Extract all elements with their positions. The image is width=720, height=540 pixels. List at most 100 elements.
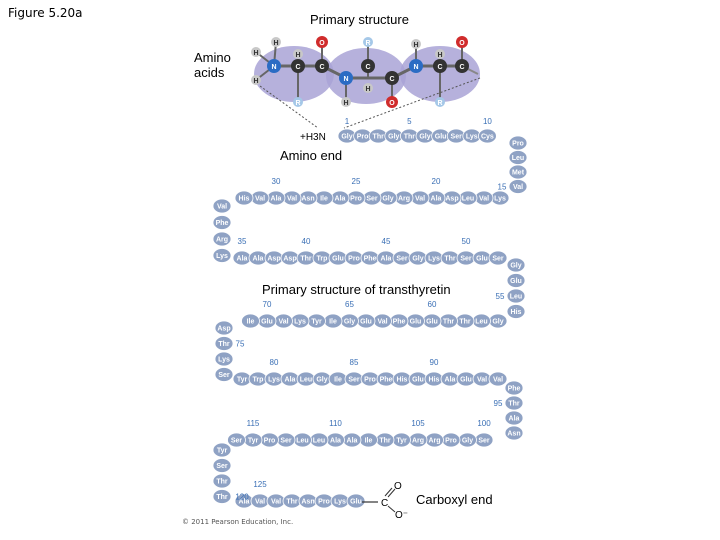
- residue-phe: Phe: [504, 380, 524, 396]
- residue-label: Met: [512, 170, 525, 177]
- residue-tyr: Tyr: [212, 442, 232, 458]
- residue-label: Thr: [379, 438, 391, 445]
- residue-label: Phe: [216, 220, 229, 227]
- oxygen-atom: [316, 36, 328, 48]
- residue-label: His: [511, 309, 522, 316]
- position-number: 45: [382, 237, 391, 246]
- residue-thr: Thr: [455, 313, 475, 329]
- residue-lys: Lys: [424, 250, 444, 266]
- residue-label: Tyr: [248, 438, 259, 445]
- nitrogen-atom: [409, 59, 423, 73]
- residue-label: Lys: [218, 357, 230, 364]
- position-number: 60: [428, 300, 437, 309]
- residue-asn: Asn: [298, 493, 318, 509]
- residue-ile: Ile: [323, 313, 343, 329]
- residue-ala: Ala: [234, 493, 254, 509]
- residue-label: Pro: [357, 134, 369, 141]
- position-number: 25: [352, 177, 361, 186]
- residue-label: Glu: [261, 319, 273, 326]
- residue-ser: Ser: [344, 371, 364, 387]
- residue-trp: Trp: [248, 371, 268, 387]
- amino-acids-label: Amino acids: [194, 50, 231, 80]
- position-number: 120: [235, 493, 249, 502]
- residue-thr: Thr: [504, 395, 524, 411]
- residue-his: His: [234, 190, 254, 206]
- position-number: 1: [345, 117, 350, 126]
- position-number: 125: [253, 480, 267, 489]
- residue-label: Glu: [460, 377, 472, 384]
- position-number: 55: [496, 292, 505, 301]
- residue-label: Pro: [350, 196, 362, 203]
- residue-label: Glu: [476, 256, 488, 263]
- hydrogen-atom: [293, 49, 303, 59]
- residue-asp: Asp: [280, 250, 300, 266]
- residue-ala: Ala: [330, 190, 350, 206]
- residue-tyr: Tyr: [232, 371, 252, 387]
- svg-text:H: H: [413, 42, 418, 49]
- svg-text:H: H: [253, 78, 258, 85]
- residue-label: Thr: [459, 319, 471, 326]
- residue-label: Arg: [398, 196, 410, 203]
- position-number: 90: [430, 358, 439, 367]
- residue-label: Ala: [445, 377, 456, 384]
- residue-arg: Arg: [408, 432, 428, 448]
- residue-label: His: [397, 377, 408, 384]
- residue-label: Gly: [382, 196, 393, 203]
- hydrogen-atom: [251, 47, 261, 57]
- residue-label: Pro: [364, 377, 376, 384]
- residue-label: Asn: [507, 431, 520, 438]
- residue-label: Ala: [239, 499, 250, 506]
- residue-ala: Ala: [248, 250, 268, 266]
- residue-leu: Leu: [508, 150, 528, 165]
- residue-glu: Glu: [328, 250, 348, 266]
- residue-ala: Ala: [426, 190, 446, 206]
- svg-text:H: H: [365, 86, 370, 93]
- residue-thr: Thr: [212, 489, 232, 504]
- residue-label: Pro: [348, 256, 360, 263]
- residue-gly: Gly: [506, 257, 526, 273]
- position-number: 50: [462, 237, 471, 246]
- residue-thr: Thr: [296, 250, 316, 266]
- residue-glu: Glu: [406, 313, 425, 329]
- residue-ser: Ser: [227, 432, 246, 448]
- residue-pro: Pro: [346, 190, 366, 206]
- residue-label: Val: [415, 196, 425, 203]
- residue-asn: Asn: [298, 190, 318, 206]
- figure-label: Figure 5.20a: [8, 6, 83, 20]
- residue-label: Tyr: [217, 448, 228, 455]
- residue-label: Thr: [216, 494, 228, 501]
- svg-text:H: H: [253, 50, 258, 57]
- residue-label: Tyr: [396, 438, 407, 445]
- residue-label: Val: [255, 499, 265, 506]
- residue-label: Ile: [247, 319, 255, 326]
- residue-label: Lys: [294, 319, 306, 326]
- residue-label: Ala: [285, 377, 296, 384]
- residue-label: Leu: [300, 377, 312, 384]
- residue-label: Gly: [462, 438, 473, 445]
- residue-pro: Pro: [508, 135, 528, 151]
- residue-val: Val: [410, 190, 430, 206]
- residue-ala: Ala: [440, 371, 460, 387]
- residue-label: Ile: [320, 196, 328, 203]
- residue-asp: Asp: [214, 320, 234, 336]
- residue-asp: Asp: [442, 190, 462, 206]
- residue-ile: Ile: [241, 313, 260, 329]
- residue-thr: Thr: [212, 473, 232, 489]
- residue-label: Glu: [412, 377, 424, 384]
- amine-label: +H3N: [300, 132, 326, 143]
- residue-label: Asp: [445, 196, 458, 203]
- residue-label: Leu: [510, 294, 522, 301]
- residue-label: Glu: [360, 319, 372, 326]
- residue-leu: Leu: [506, 288, 526, 304]
- carbon-atom: [315, 59, 329, 73]
- svg-text:O: O: [459, 40, 465, 47]
- residue-label: Pro: [445, 438, 457, 445]
- residue-label: Lys: [216, 253, 228, 260]
- svg-text:O: O: [319, 40, 325, 47]
- hydrogen-atom: [435, 49, 445, 59]
- residue-leu: Leu: [458, 190, 478, 206]
- residue-label: Val: [278, 319, 288, 326]
